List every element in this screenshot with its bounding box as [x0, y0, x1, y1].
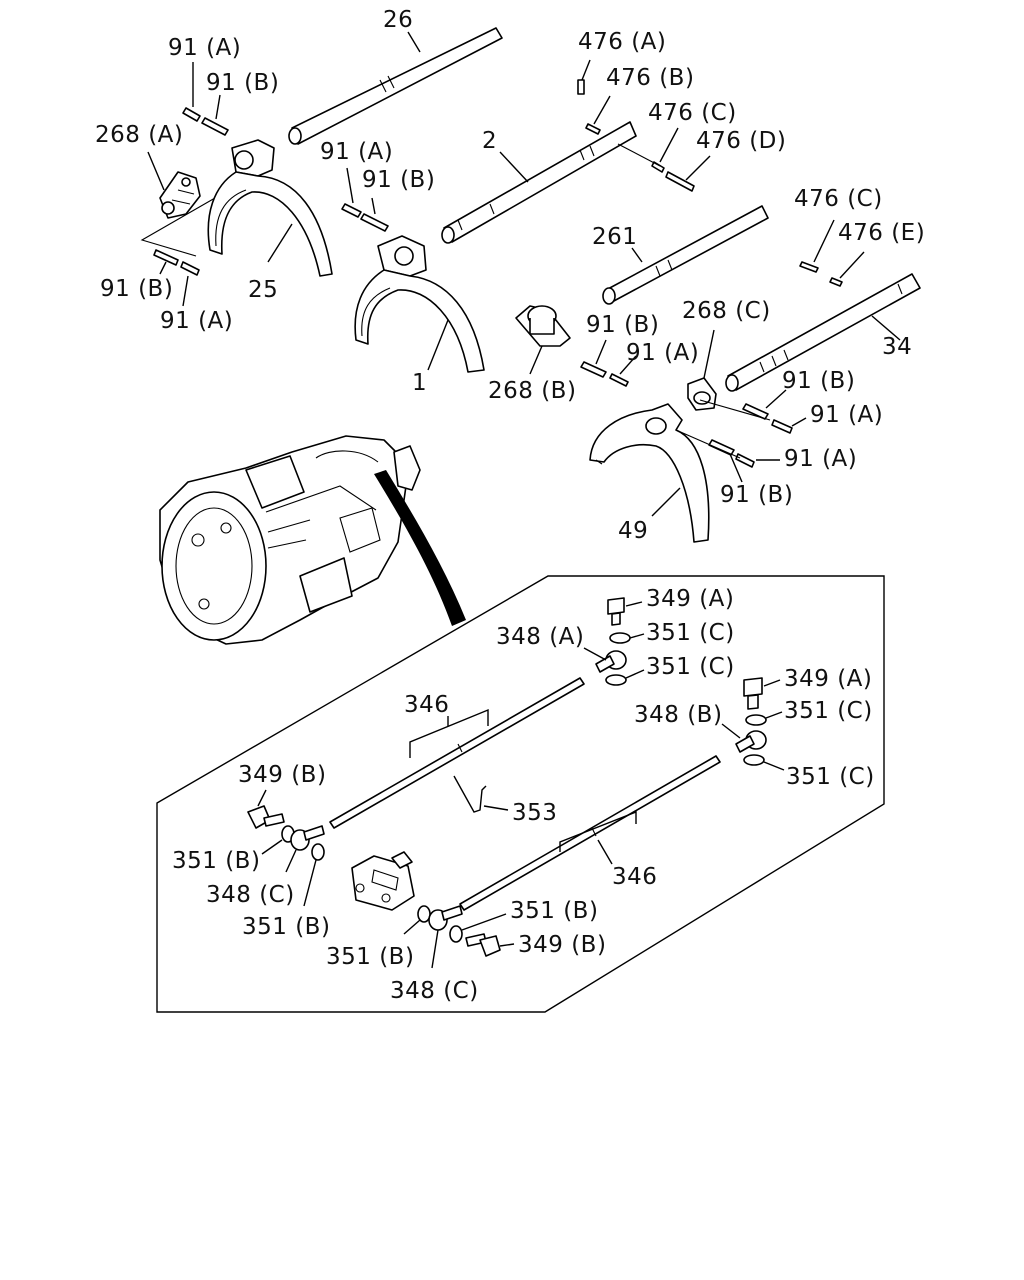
callout-91b: 91 (B)	[586, 312, 659, 338]
callout-346: 346	[404, 692, 449, 718]
part-346-rod-1	[329, 677, 585, 829]
callout-348a: 348 (A)	[496, 624, 584, 650]
part-351b-washer-3	[449, 925, 463, 943]
part-476c-pin-2	[799, 261, 819, 273]
part-351b-washer-4	[417, 905, 431, 923]
part-348a-eye	[595, 650, 627, 673]
callout-1: 1	[412, 370, 427, 396]
callout-91b: 91 (B)	[720, 482, 793, 508]
callout-261: 261	[592, 224, 637, 250]
callout-476d: 476 (D)	[696, 128, 786, 154]
callout-351c: 351 (C)	[784, 698, 873, 724]
callout-49: 49	[618, 518, 648, 544]
callout-348b: 348 (B)	[634, 702, 722, 728]
shift-housing-block	[351, 851, 415, 911]
callout-91b: 91 (B)	[782, 368, 855, 394]
part-91a-pin-2	[180, 261, 200, 276]
callout-91b: 91 (B)	[206, 70, 279, 96]
callout-351b: 351 (B)	[326, 944, 414, 970]
part-351b-washer-2	[311, 843, 325, 861]
part-91a-pin-1	[182, 107, 201, 122]
callout-91a: 91 (A)	[168, 35, 241, 61]
callout-349b: 349 (B)	[518, 932, 606, 958]
callout-351c: 351 (C)	[646, 654, 735, 680]
part-91b-pin-1	[201, 117, 229, 136]
callout-268a: 268 (A)	[95, 122, 183, 148]
part-348c-eye-2	[428, 905, 463, 931]
part-476b-spring	[585, 123, 601, 135]
callout-351c: 351 (C)	[786, 764, 875, 790]
part-91b-pin-3	[360, 213, 389, 232]
part-91a-pin-6	[735, 453, 755, 468]
callout-268c: 268 (C)	[682, 298, 771, 324]
callout-34: 34	[882, 334, 912, 360]
part-348c-eye-1	[290, 825, 325, 851]
callout-348c: 348 (C)	[206, 882, 295, 908]
callout-348c: 348 (C)	[390, 978, 479, 1004]
part-49-shift-fork	[589, 403, 710, 543]
part-349b-bolt-2	[465, 933, 501, 957]
callout-476b: 476 (B)	[606, 65, 694, 91]
callout-476e: 476 (E)	[838, 220, 925, 246]
part-353-clip	[453, 775, 487, 813]
callout-2: 2	[482, 128, 497, 154]
part-34-shift-rod	[725, 273, 921, 392]
callout-268b: 268 (B)	[488, 378, 576, 404]
part-268c-block	[687, 377, 717, 411]
part-351c-washer-4	[743, 754, 765, 766]
part-91a-pin-4	[771, 419, 793, 434]
part-91b-pin-6	[708, 439, 735, 456]
part-91b-pin-5	[580, 361, 607, 378]
callout-91b: 91 (B)	[100, 276, 173, 302]
part-2-shift-rod	[441, 121, 637, 244]
callout-25: 25	[248, 277, 278, 303]
callout-351b: 351 (B)	[172, 848, 260, 874]
callout-91b: 91 (B)	[362, 167, 435, 193]
part-476d-pin	[665, 171, 695, 192]
callout-351b: 351 (B)	[510, 898, 598, 924]
callout-26: 26	[383, 7, 413, 33]
part-91a-pin-3	[341, 203, 362, 218]
detail-frame	[156, 575, 885, 1013]
part-349a-bolt-1	[607, 597, 625, 626]
callout-91a: 91 (A)	[784, 446, 857, 472]
callout-91a: 91 (A)	[810, 402, 883, 428]
callout-353: 353	[512, 800, 557, 826]
part-91a-pin-5	[609, 373, 629, 387]
detail-pointer	[374, 470, 466, 626]
part-351c-washer-3	[745, 714, 767, 726]
part-476e-pin	[829, 277, 843, 287]
callout-91a: 91 (A)	[320, 139, 393, 165]
part-346-rod-2	[459, 755, 721, 911]
part-348b-eye	[735, 730, 767, 753]
part-349a-bolt-2	[743, 677, 763, 710]
callout-349a: 349 (A)	[646, 586, 734, 612]
part-91b-pin-2	[153, 249, 179, 266]
callout-91a: 91 (A)	[160, 308, 233, 334]
callout-476c: 476 (C)	[648, 100, 737, 126]
transmission-assembly	[159, 435, 421, 645]
part-349b-bolt-1	[247, 805, 285, 829]
callout-476a: 476 (A)	[578, 29, 666, 55]
part-268a-interlock	[159, 171, 201, 219]
part-268b-interlock	[515, 305, 571, 347]
callout-91a: 91 (A)	[626, 340, 699, 366]
part-351c-washer-1	[609, 632, 631, 644]
part-476a-ball	[577, 79, 585, 95]
part-261-shift-rod	[602, 205, 769, 305]
part-91b-pin-4	[742, 403, 769, 420]
callout-346: 346	[612, 864, 657, 890]
callout-476c: 476 (C)	[794, 186, 883, 212]
part-476c-pin-1	[651, 161, 665, 173]
callout-349b: 349 (B)	[238, 762, 326, 788]
callout-351c: 351 (C)	[646, 620, 735, 646]
callout-351b: 351 (B)	[242, 914, 330, 940]
part-26-shift-rod	[288, 27, 503, 145]
part-1-shift-fork	[354, 235, 485, 373]
part-25-shift-fork	[207, 139, 333, 277]
part-351c-washer-2	[605, 674, 627, 686]
callout-349a: 349 (A)	[784, 666, 872, 692]
